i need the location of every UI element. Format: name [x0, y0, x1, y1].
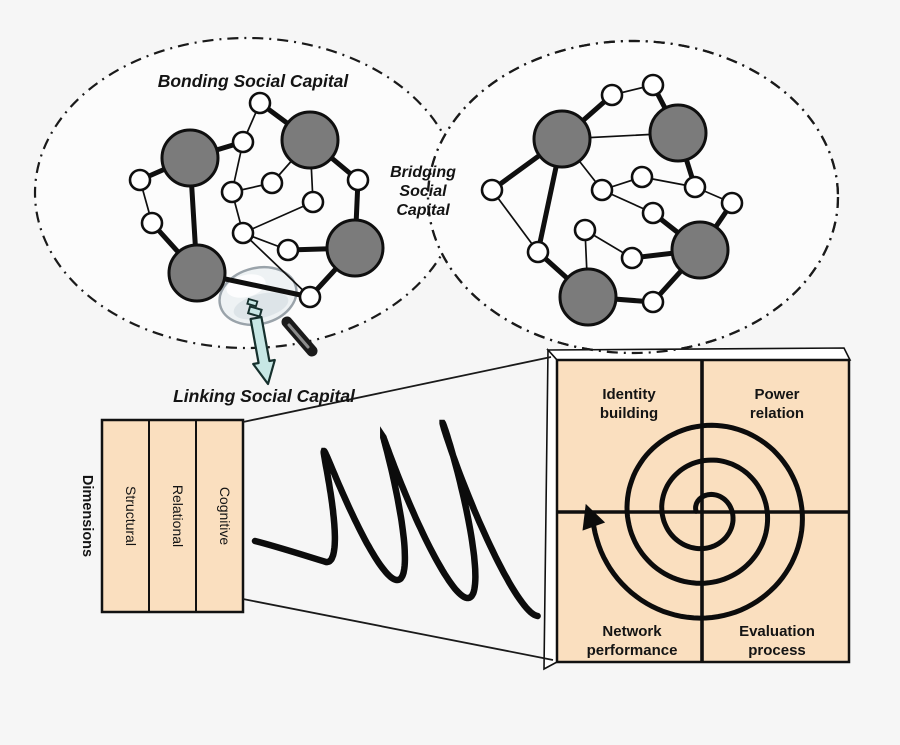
down-arrow-body — [249, 315, 276, 386]
network-node — [641, 73, 665, 97]
network-node-hub — [670, 220, 730, 280]
network-node — [526, 240, 550, 264]
network-node — [301, 190, 325, 214]
network-node — [220, 180, 244, 204]
network-node — [600, 83, 624, 107]
network-node — [683, 175, 707, 199]
bonding-network — [128, 91, 385, 309]
quadrant-label-identity-2: building — [600, 405, 658, 422]
network-node — [231, 221, 255, 245]
panel-3d-top — [546, 347, 852, 361]
coil-line — [251, 419, 541, 620]
bridging-network — [480, 73, 744, 327]
network-node — [248, 91, 272, 115]
dimension-column-label-relational: Relational — [170, 485, 186, 547]
bonding-label: Bonding Social Capital — [158, 71, 350, 91]
quadrant-label-network-2: performance — [587, 642, 678, 659]
panel-3d-left — [543, 347, 558, 671]
network-edge — [242, 201, 314, 234]
down-arrow-icon — [246, 297, 276, 386]
dimension-column-label-structural: Structural — [123, 486, 139, 546]
bridging-label-line1: Bridging — [390, 164, 456, 181]
magnifier-handle-shine — [287, 323, 310, 349]
network-node — [641, 290, 665, 314]
network-node-hub — [648, 103, 708, 163]
dimensions-box-outline — [100, 418, 245, 614]
network-node — [276, 238, 300, 262]
network-node — [573, 218, 597, 242]
network-edge — [491, 189, 539, 253]
bridging-label-line2: Social — [399, 183, 447, 200]
spiral-panel: Identity building Power relation Network… — [543, 347, 852, 671]
network-node — [346, 168, 370, 192]
network-node — [720, 191, 744, 215]
quadrant-label-identity-1: Identity — [602, 386, 656, 403]
network-node — [298, 285, 322, 309]
network-node — [480, 178, 504, 202]
network-node-hub — [532, 109, 592, 169]
network-edge — [242, 232, 311, 298]
bridging-label-line3: Capital — [396, 202, 450, 219]
quadrant-label-evaluation-2: process — [748, 642, 806, 659]
projection-line-top — [242, 356, 552, 423]
quadrant-label-network-1: Network — [602, 623, 662, 640]
network-node-hub — [167, 243, 227, 303]
network-node — [630, 165, 654, 189]
network-node — [620, 246, 644, 270]
linking-label: Linking Social Capital — [173, 386, 356, 406]
dimensions-label: Dimensions — [79, 475, 95, 557]
quadrant-label-evaluation-1: Evaluation — [739, 623, 815, 640]
dimension-column-label-cognitive: Cognitive — [217, 487, 233, 546]
projection-line-bottom — [242, 598, 554, 661]
network-node — [231, 130, 255, 154]
network-node — [590, 178, 614, 202]
quadrant-label-power-2: relation — [750, 405, 804, 422]
network-node — [140, 211, 164, 235]
spiral-arrowhead — [582, 503, 606, 531]
network-node-hub — [160, 128, 220, 188]
bridging-ellipse-outline — [426, 39, 840, 355]
down-arrow-dash-2 — [246, 305, 263, 318]
network-node — [128, 168, 152, 192]
network-node-hub — [280, 110, 340, 170]
quadrant-label-power-1: Power — [754, 386, 799, 403]
network-node-hub — [558, 267, 618, 327]
network-node-hub — [325, 218, 385, 278]
network-node — [641, 201, 665, 225]
development-spiral — [591, 422, 805, 621]
down-arrow-dash-1 — [246, 297, 259, 308]
dimensions-box: Structural Relational Cognitive Dimensio… — [79, 418, 245, 614]
network-node — [260, 171, 284, 195]
